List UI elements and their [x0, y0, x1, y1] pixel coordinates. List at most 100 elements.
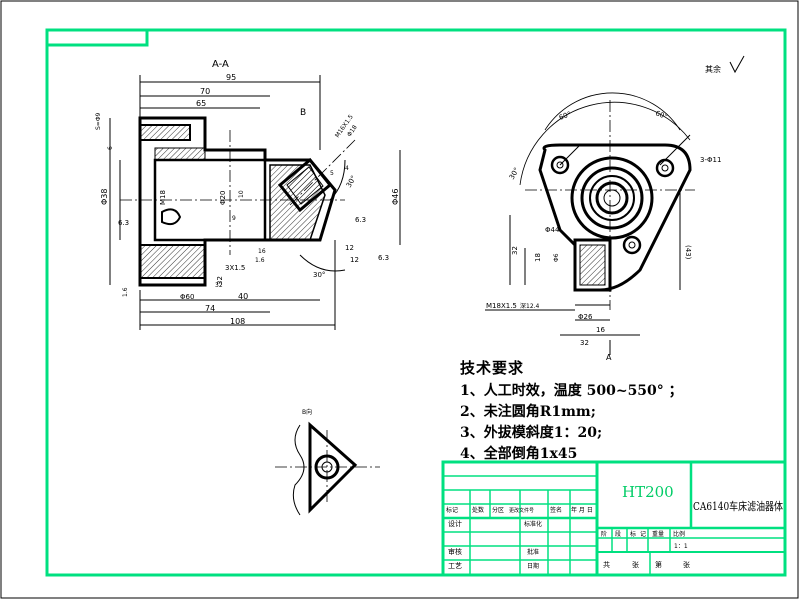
label-date: 日期	[527, 562, 539, 570]
stage-h4: 重量	[652, 530, 664, 538]
dim-d16: 16	[258, 248, 266, 255]
dim-phi26: Φ26	[578, 313, 593, 321]
stage-h5: 比例	[673, 530, 685, 538]
stage-h1: 段	[615, 530, 621, 538]
stage-h0: 阶	[601, 530, 607, 538]
material-label: HT200	[622, 483, 674, 501]
technical-requirements: 技术要求 1、人工时效，温度 500~550° ； 2、未注圆角R1mm; 3、…	[460, 357, 683, 465]
roughness-note: 其余	[705, 64, 721, 74]
stage-h2: 标	[630, 530, 636, 538]
central-boss	[570, 156, 654, 240]
detail-label: B向	[302, 408, 312, 416]
dim-16-h: 16	[596, 326, 605, 334]
frame-tab	[45, 28, 149, 47]
dim-65: 65	[196, 99, 206, 108]
drawing-name: CA6140车床滤油器体	[693, 499, 783, 513]
drawing-frame	[45, 28, 787, 577]
dim-d6-3a: 6.3	[118, 219, 129, 227]
dim-phi6: Φ6	[553, 253, 560, 262]
dim-d6-3b: 6.3	[355, 216, 366, 224]
dim-d10: 10	[238, 190, 245, 198]
dim-d5: 5	[330, 170, 334, 177]
dim-d30b: 30°	[313, 271, 325, 279]
header-zone: 分区	[492, 506, 504, 514]
dim-h43: (43)	[684, 245, 692, 260]
dim-d9: 9	[232, 215, 236, 222]
inner-cavity	[153, 158, 267, 242]
angle-60-left: 60°	[558, 110, 572, 122]
dim-d60: Φ60	[180, 293, 194, 301]
part-outline	[138, 116, 337, 287]
dim-m18x15: M18X1.5	[486, 302, 517, 310]
dim-phi44: Φ44	[545, 226, 560, 234]
dim-m18: M18	[159, 190, 167, 205]
dim-d4: 4	[345, 165, 349, 172]
sheet-total: 共	[603, 560, 610, 569]
side-view: 60° 60° 30° 3-Φ11 Φ44 32 18 Φ6 (43) M18X…	[485, 92, 721, 362]
dim-108: 108	[230, 317, 245, 326]
dim-18-v: 18	[534, 253, 542, 262]
dim-74: 74	[205, 304, 215, 313]
bolt-hole-right	[655, 158, 675, 178]
detail-triangle	[308, 421, 358, 514]
dim-phi20: Φ20	[219, 191, 227, 205]
section-label: A-A	[212, 59, 229, 70]
header-mark: 标记	[446, 506, 458, 514]
tech-req-title: 技术要求	[460, 359, 525, 377]
title-block-text: HT200 CA6140车床滤油器体 标记 处数 分区 更改文件号 签名 年 月…	[446, 483, 783, 570]
label-design: 设计	[448, 519, 462, 528]
dim-d6: 6	[107, 146, 114, 150]
dim-s9: S=Φ9	[95, 112, 102, 130]
dim-d12b: 12	[350, 256, 359, 264]
dim-d6-3c: 6.3	[378, 254, 389, 262]
dim-32-h: 32	[580, 339, 589, 347]
dim-40: 40	[238, 292, 248, 301]
label-review: 审核	[448, 547, 462, 556]
angle-60-right: 60°	[654, 109, 668, 121]
tech-req-item-3: 3、外拔模斜度1：20;	[460, 425, 603, 441]
top-port	[139, 124, 191, 141]
dim-depth: 深12.4	[520, 302, 540, 310]
dim-d32b: 32	[216, 276, 224, 285]
detail-view-b: B向	[275, 408, 380, 516]
sheet-total-unit: 张	[632, 560, 639, 569]
stage-h3: 记	[640, 531, 646, 538]
scale-value: 1：1	[674, 543, 688, 550]
sheet-no: 第	[655, 560, 662, 569]
bolt-hole-left	[550, 155, 570, 175]
dim-70: 70	[200, 87, 210, 96]
dim-d1-6b: 1.6	[122, 287, 129, 297]
dim-d30: 30°	[345, 174, 358, 189]
title-block	[441, 460, 787, 577]
angle-30: 30°	[508, 166, 521, 181]
header-date: 年 月 日	[571, 506, 593, 514]
label-process: 工艺	[448, 562, 462, 570]
section-view-a-a: A-A 95 70 65	[95, 59, 401, 330]
bolt-hole-bottom	[622, 235, 642, 255]
dim-95: 95	[226, 73, 236, 82]
dim-b: B	[300, 108, 306, 118]
dim-32-v: 32	[511, 246, 519, 255]
label-a: A	[606, 353, 612, 362]
thread-note: 3-Φ11	[700, 156, 721, 164]
header-sign: 签名	[550, 506, 562, 514]
tech-req-item-2: 2、未注圆角R1mm;	[460, 404, 596, 420]
dim-phi38: Φ38	[100, 189, 109, 205]
roughness-symbol	[729, 55, 745, 74]
dim-d12: 12	[345, 244, 354, 252]
dim-phi46: Φ46	[391, 189, 400, 205]
header-count: 处数	[472, 506, 484, 514]
dim-3x15: 3X1.5	[225, 264, 245, 272]
dim-d1-6: 1.6	[255, 257, 265, 264]
label-standard: 标准化	[524, 520, 542, 528]
tech-req-item-4: 4、全部倒角1x45	[460, 446, 578, 462]
header-change: 更改文件号	[509, 507, 534, 514]
bottom-port	[139, 244, 206, 279]
tech-req-item-1: 1、人工时效，温度 500~550° ；	[460, 383, 683, 399]
lower-boss	[573, 238, 612, 292]
dim-d32: 32	[215, 282, 223, 289]
sheet-no-unit: 张	[683, 560, 690, 569]
label-approve: 批准	[527, 548, 539, 556]
